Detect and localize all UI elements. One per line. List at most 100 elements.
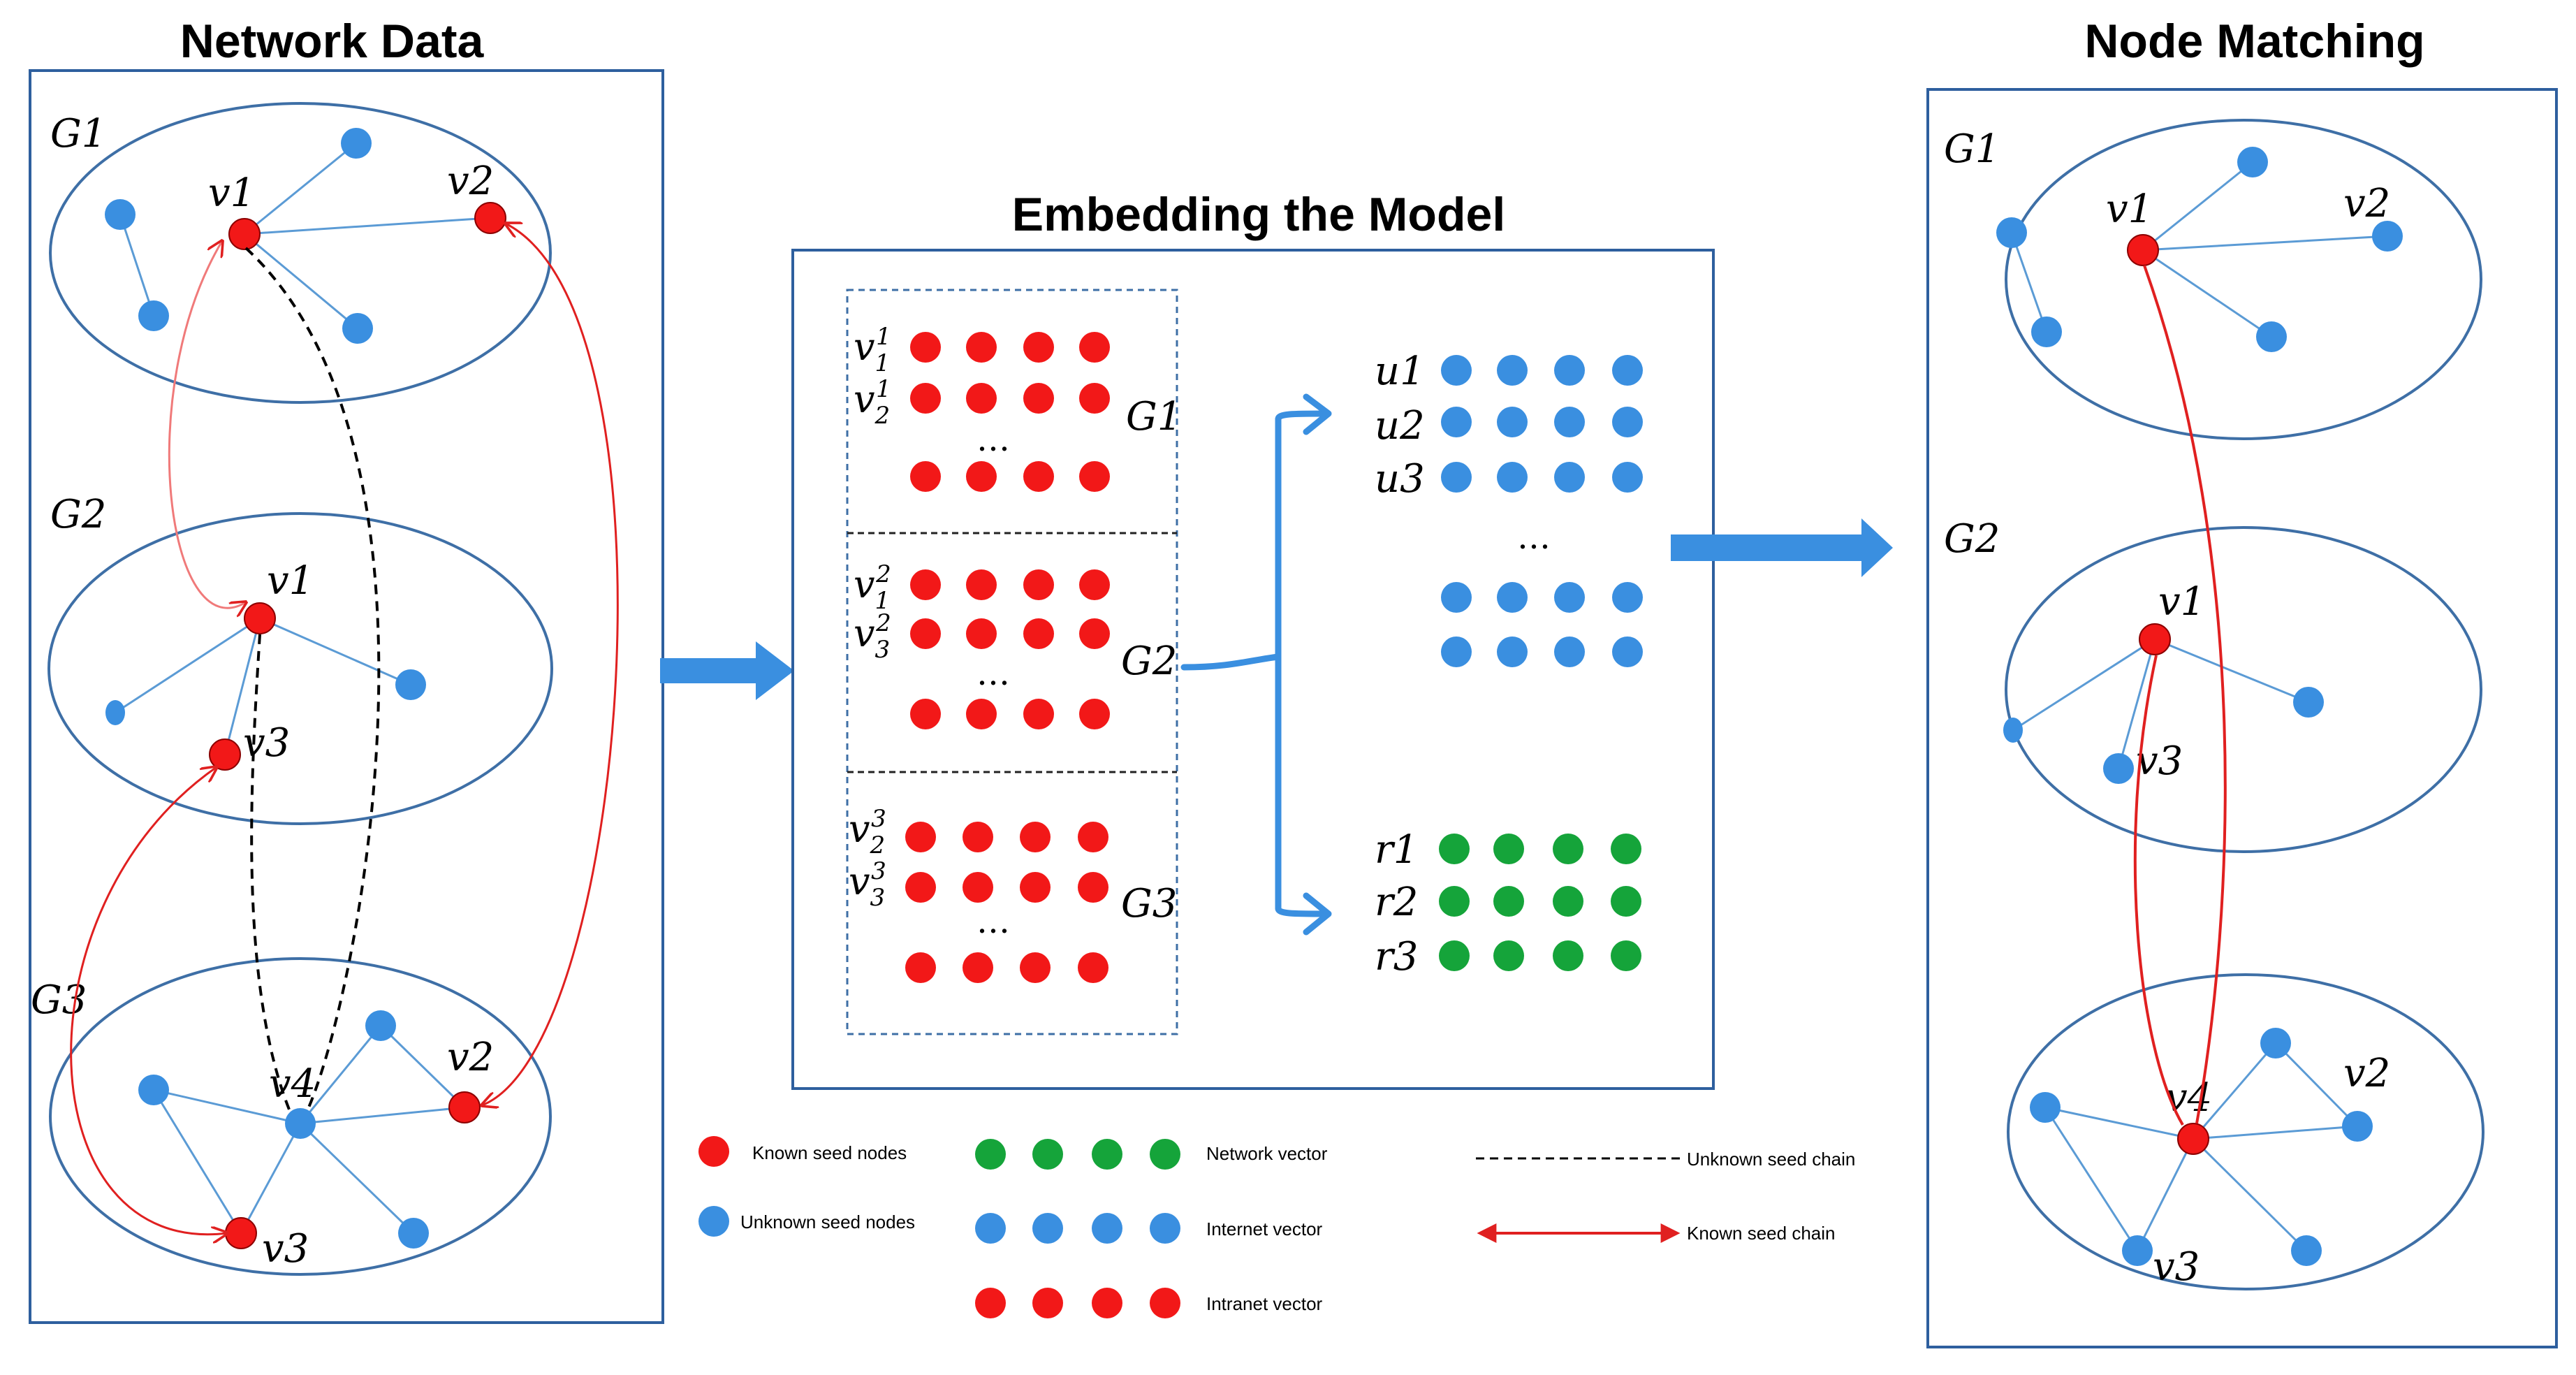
- unknown-node: [342, 313, 373, 344]
- vector-dot: [1441, 462, 1472, 493]
- vector-dot: [1079, 699, 1110, 729]
- u-label: u3: [1375, 456, 1425, 502]
- edge: [2192, 1042, 2277, 1140]
- graph-ellipse: [49, 957, 552, 1276]
- graph-label: G1: [1944, 126, 2000, 172]
- unknown-node-v2: [2342, 1111, 2373, 1142]
- ellipsis: …: [976, 902, 1010, 941]
- edge: [240, 1123, 302, 1234]
- vector-dot: [1032, 1288, 1063, 1318]
- embedding-title: Embedding the Model: [1012, 188, 1505, 241]
- graph-ellipse: [2005, 526, 2482, 853]
- r-label: r1: [1375, 827, 1418, 873]
- branch-stem: [1180, 653, 1282, 671]
- edge: [2044, 1107, 2139, 1251]
- left-graph-g2: G2 v1 v3: [47, 492, 553, 825]
- unknown-node: [105, 199, 136, 230]
- u-label: u2: [1375, 403, 1425, 449]
- node-label-v1: v1: [2106, 187, 2153, 232]
- graph-label: G2: [1944, 516, 2000, 562]
- arrowhead-icon: [1303, 892, 1332, 936]
- vector-dot: [1612, 582, 1643, 613]
- vector-dot: [1020, 952, 1051, 983]
- unknown-node: [341, 128, 372, 159]
- unknown-node-v3: [2103, 753, 2134, 784]
- vector-dot: [1553, 834, 1583, 864]
- vector-dot: [1079, 461, 1110, 492]
- vector-dot: [1441, 355, 1472, 386]
- vector-dot: [910, 569, 941, 600]
- flow-arrow-icon: [1671, 518, 1893, 577]
- node-label-v1: v1: [267, 558, 314, 604]
- branch-bottom: [1275, 905, 1331, 917]
- vector-dot: [1023, 383, 1054, 414]
- u-label: u1: [1375, 349, 1425, 394]
- vector-dot: [1092, 1139, 1122, 1170]
- edge: [2142, 249, 2272, 338]
- unknown-node: [2293, 687, 2324, 718]
- edge: [379, 1024, 466, 1109]
- unknown-node: [2256, 321, 2287, 352]
- vector-dot: [905, 952, 936, 983]
- legend-unknown-node-icon: [698, 1206, 729, 1237]
- vector-dot: [1611, 940, 1641, 971]
- vector-dot: [1493, 834, 1524, 864]
- unknown-node: [1996, 217, 2027, 248]
- left-graph-g1: G1 v1 v2: [49, 102, 552, 404]
- graph-label: G2: [50, 492, 106, 537]
- vector-dot: [963, 952, 993, 983]
- node-label-v3: v3: [243, 720, 290, 766]
- vector-label: v23: [849, 805, 886, 859]
- unknown-node-v2: [2372, 221, 2403, 252]
- vector-dot: [1441, 407, 1472, 437]
- vector-dot: [1553, 940, 1583, 971]
- vector-dot: [1554, 462, 1585, 493]
- vector-dot: [1611, 834, 1641, 864]
- r-label: r2: [1375, 880, 1418, 925]
- edge: [2012, 638, 2156, 732]
- known-seed-chain-v2: [482, 224, 619, 1105]
- legend-known-seed-chain: Known seed chain: [1687, 1223, 1835, 1244]
- vector-dot: [1032, 1139, 1063, 1170]
- vector-dot: [1493, 940, 1524, 971]
- edge: [244, 142, 357, 235]
- graph-ellipse: [2007, 973, 2484, 1290]
- branch-arrow: [1180, 393, 1332, 936]
- edge: [2154, 638, 2309, 704]
- matched-chain-v1-v4: [2143, 265, 2227, 1124]
- edge: [2192, 1137, 2308, 1252]
- internet-vector-rows: [1441, 355, 1643, 667]
- vector-dot: [966, 569, 997, 600]
- vector-dot: [1079, 618, 1110, 649]
- vector-dot: [1553, 886, 1583, 917]
- unknown-seed-chain-v1-v4: [244, 247, 381, 1108]
- arrowhead-icon: [1303, 393, 1332, 435]
- vector-dot: [1493, 886, 1524, 917]
- vector-label: v12: [854, 560, 891, 615]
- vector-dot: [910, 332, 941, 363]
- vector-dot: [963, 872, 993, 903]
- graph-ellipse: [2005, 119, 2482, 440]
- unknown-node: [2031, 317, 2062, 347]
- unknown-node: [138, 300, 169, 331]
- legend-unknown-seed-nodes: Unknown seed nodes: [740, 1212, 915, 1232]
- edge: [152, 1089, 242, 1234]
- vector-dot: [1612, 355, 1643, 386]
- vector-dot: [963, 822, 993, 852]
- right-panel: G1 v1 v2 G2: [1926, 88, 2558, 1348]
- left-panel-frame: [29, 69, 664, 1324]
- vector-dot: [966, 332, 997, 363]
- vector-dot: [1092, 1213, 1122, 1244]
- vector-dot: [1612, 636, 1643, 667]
- unknown-node: [2030, 1092, 2061, 1123]
- legend-known-seed-nodes: Known seed nodes: [752, 1142, 907, 1163]
- edge: [2142, 161, 2253, 252]
- graph-label: G1: [1126, 394, 1182, 439]
- matched-chain-v1-v4: [2133, 655, 2184, 1126]
- vector-dot: [1554, 582, 1585, 613]
- legend-unknown-seed-chain: Unknown seed chain: [1687, 1149, 1855, 1170]
- vector-dot: [910, 461, 941, 492]
- vector-dot: [1611, 886, 1641, 917]
- embedding-panel-frame: [791, 249, 1715, 1090]
- edge: [2193, 1125, 2358, 1140]
